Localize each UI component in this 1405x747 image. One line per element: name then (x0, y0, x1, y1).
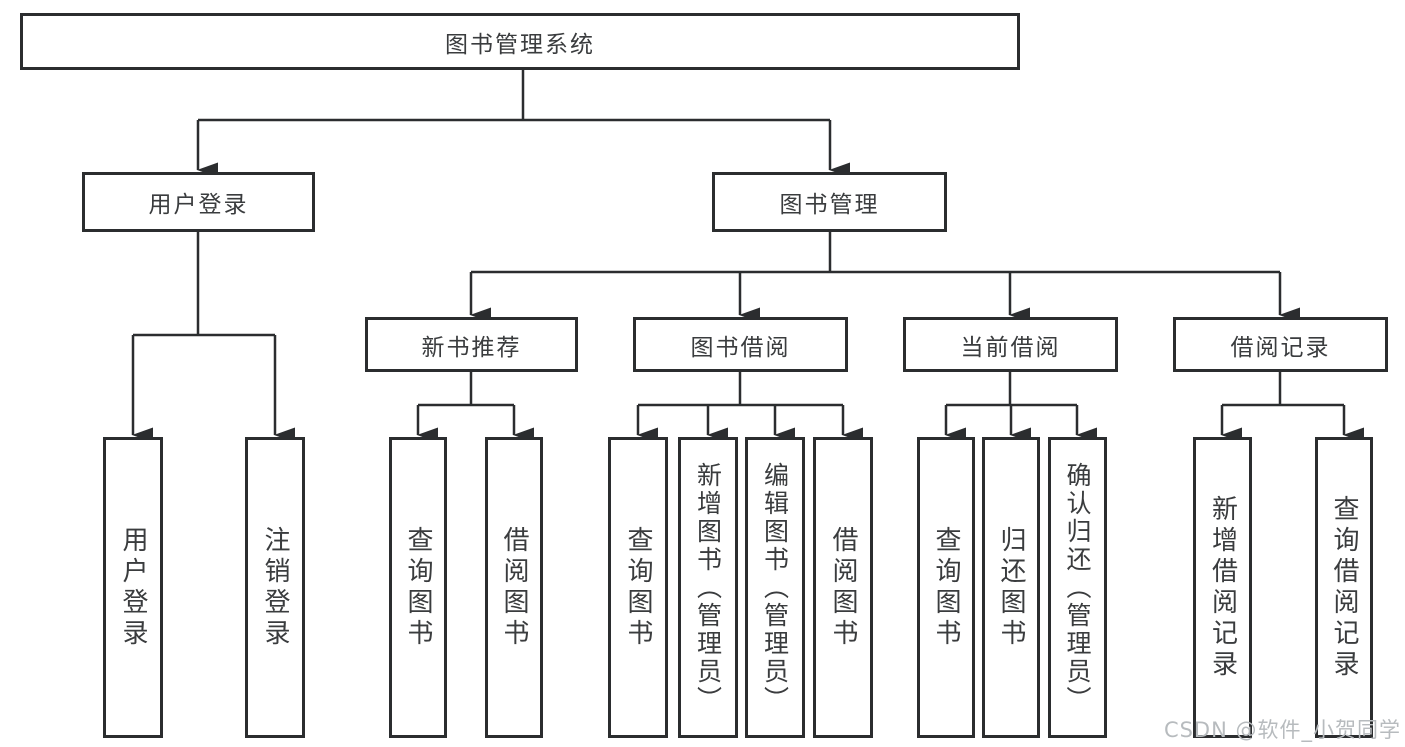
node-label: 图书借阅 (690, 334, 791, 361)
connector-book-borrowing-branch (636, 372, 863, 443)
node-borrowing-records: 借阅记录 (1173, 317, 1388, 372)
node-add-books-admin: 新增图书（管理员） (678, 437, 738, 738)
node-label: 图书管理系统 (445, 31, 595, 58)
node-label: 注销登录 (260, 525, 290, 650)
node-label: 查询图书 (623, 525, 653, 650)
node-query-books-recommend: 查询图书 (389, 437, 447, 738)
node-label: 查询借阅记录 (1329, 494, 1359, 681)
node-edit-books-admin: 编辑图书（管理员） (745, 437, 805, 738)
node-borrow-books-recommend: 借阅图书 (485, 437, 543, 738)
connector-new-book-branch (416, 372, 534, 443)
node-new-book-recommend: 新书推荐 (365, 317, 578, 372)
node-query-borrow-record: 查询借阅记录 (1315, 437, 1373, 738)
connector-book-management-branch (469, 232, 1300, 323)
node-label: 新增图书（管理员） (693, 461, 723, 714)
node-label: 确认归还（管理员） (1063, 461, 1092, 714)
connector-user-login-branch (131, 232, 295, 443)
node-label: 用户登录 (118, 525, 148, 650)
node-user-login: 用户登录 (82, 172, 315, 232)
node-user-login-action: 用户登录 (103, 437, 163, 738)
node-add-borrow-record: 新增借阅记录 (1193, 437, 1252, 738)
node-label: 新书推荐 (421, 334, 522, 361)
node-label: 查询图书 (403, 525, 433, 650)
node-query-books-current: 查询图书 (917, 437, 975, 738)
node-current-borrowing: 当前借阅 (903, 317, 1118, 372)
node-label: 查询图书 (931, 525, 961, 650)
node-borrow-books: 借阅图书 (813, 437, 873, 738)
node-label: 图书管理 (779, 192, 880, 218)
node-label: 借阅图书 (499, 525, 529, 650)
connector-current-borrowing-branch (944, 372, 1097, 443)
node-label: 归还图书 (996, 525, 1026, 650)
node-query-books-borrowing: 查询图书 (608, 437, 668, 738)
csdn-watermark: CSDN @软件_小贺同学 (1163, 718, 1401, 742)
node-logout-action: 注销登录 (245, 437, 305, 738)
node-book-borrowing: 图书借阅 (633, 317, 848, 372)
node-label: 用户登录 (148, 192, 249, 218)
node-label: 编辑图书（管理员） (760, 461, 790, 714)
node-library-management-system: 图书管理系统 (20, 13, 1020, 70)
node-confirm-return-admin: 确认归还（管理员） (1048, 437, 1107, 738)
node-label: 借阅图书 (828, 525, 858, 650)
node-return-books: 归还图书 (982, 437, 1040, 738)
node-label: 新增借阅记录 (1207, 494, 1238, 681)
connector-root-branch (196, 70, 850, 178)
node-label: 借阅记录 (1230, 334, 1331, 361)
node-label: 当前借阅 (960, 334, 1061, 361)
connector-borrowing-records-branch (1220, 372, 1364, 443)
node-book-management: 图书管理 (712, 172, 947, 232)
